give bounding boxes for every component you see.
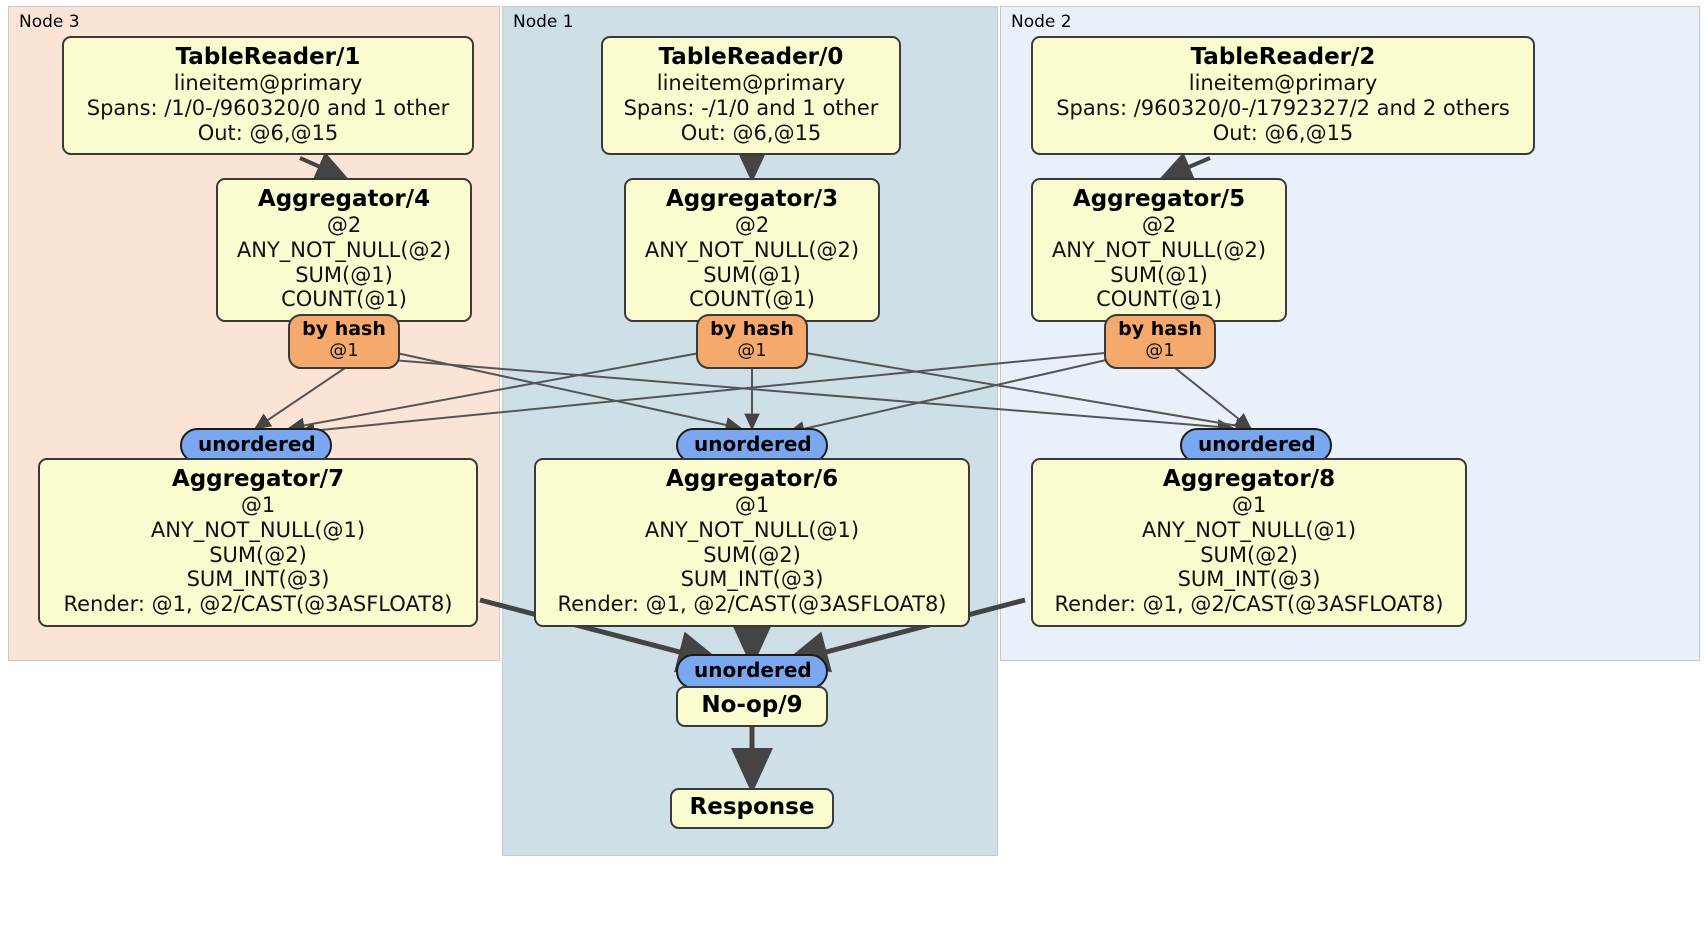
processor-response[interactable]: Response xyxy=(670,788,834,830)
processor-line: ANY_NOT_NULL(@2) xyxy=(1051,237,1267,262)
processor-line: Render: @1, @2/CAST(@3ASFLOAT8) xyxy=(1054,592,1444,617)
processor-aggregator-8[interactable]: Aggregator/8 @1 ANY_NOT_NULL(@1) SUM(@2)… xyxy=(1031,458,1467,627)
processor-line: Out: @6,@15 xyxy=(680,120,822,145)
processor-title: Response xyxy=(689,794,815,820)
router-title: by hash xyxy=(302,318,386,340)
processor-line: @2 xyxy=(734,213,770,238)
processor-table-reader-0[interactable]: TableReader/0 lineitem@primary Spans: -/… xyxy=(601,36,901,156)
processor-aggregator-7[interactable]: Aggregator/7 @1 ANY_NOT_NULL(@1) SUM(@2)… xyxy=(38,458,478,627)
node-panel-label-node3: Node 3 xyxy=(19,12,80,32)
processor-line: SUM(@2) xyxy=(1200,542,1298,567)
processor-title: Aggregator/6 xyxy=(665,466,839,492)
processor-line: Out: @6,@15 xyxy=(1212,120,1354,145)
processor-line: SUM(@1) xyxy=(703,262,801,287)
processor-line: SUM(@1) xyxy=(295,262,393,287)
processor-line: Spans: /1/0-/960320/0 and 1 other xyxy=(86,95,450,120)
processor-line: COUNT(@1) xyxy=(1096,287,1222,312)
processor-title: Aggregator/8 xyxy=(1162,466,1336,492)
processor-title: TableReader/1 xyxy=(175,44,361,70)
processor-line: SUM(@2) xyxy=(703,542,801,567)
processor-title: Aggregator/3 xyxy=(665,186,839,212)
processor-title: TableReader/0 xyxy=(658,44,844,70)
processor-line: @1 xyxy=(734,493,770,518)
processor-line: lineitem@primary xyxy=(656,71,846,96)
processor-line: SUM_INT(@3) xyxy=(1177,567,1321,592)
node-panel-label-node1: Node 1 xyxy=(513,12,574,32)
processor-line: Render: @1, @2/CAST(@3ASFLOAT8) xyxy=(63,592,453,617)
processor-line: Spans: /960320/0-/1792327/2 and 2 others xyxy=(1056,95,1510,120)
router-subtitle: @1 xyxy=(737,339,767,361)
processor-line: @2 xyxy=(1141,213,1177,238)
processor-line: ANY_NOT_NULL(@2) xyxy=(236,237,452,262)
processor-line: Render: @1, @2/CAST(@3ASFLOAT8) xyxy=(557,592,947,617)
processor-noop-9[interactable]: No-op/9 xyxy=(676,686,828,728)
router-by-hash-mid[interactable]: by hash @1 xyxy=(696,314,808,369)
router-by-hash-left[interactable]: by hash @1 xyxy=(288,314,400,369)
processor-title: Aggregator/7 xyxy=(171,466,345,492)
router-by-hash-right[interactable]: by hash @1 xyxy=(1104,314,1216,369)
processor-line: SUM(@2) xyxy=(209,542,307,567)
processor-line: lineitem@primary xyxy=(1188,71,1378,96)
router-title: by hash xyxy=(710,318,794,340)
processor-line: ANY_NOT_NULL(@2) xyxy=(644,237,860,262)
processor-aggregator-4[interactable]: Aggregator/4 @2 ANY_NOT_NULL(@2) SUM(@1)… xyxy=(216,178,472,323)
router-subtitle: @1 xyxy=(329,339,359,361)
processor-title: No-op/9 xyxy=(701,692,803,718)
processor-aggregator-5[interactable]: Aggregator/5 @2 ANY_NOT_NULL(@2) SUM(@1)… xyxy=(1031,178,1287,323)
processor-line: ANY_NOT_NULL(@1) xyxy=(150,517,366,542)
node-panel-label-node2: Node 2 xyxy=(1011,12,1072,32)
processor-aggregator-6[interactable]: Aggregator/6 @1 ANY_NOT_NULL(@1) SUM(@2)… xyxy=(534,458,970,627)
processor-table-reader-2[interactable]: TableReader/2 lineitem@primary Spans: /9… xyxy=(1031,36,1535,156)
processor-line: Out: @6,@15 xyxy=(197,120,339,145)
processor-title: Aggregator/5 xyxy=(1072,186,1246,212)
processor-line: @1 xyxy=(240,493,276,518)
processor-line: COUNT(@1) xyxy=(689,287,815,312)
processor-line: ANY_NOT_NULL(@1) xyxy=(644,517,860,542)
processor-line: Spans: -/1/0 and 1 other xyxy=(623,95,879,120)
processor-line: ANY_NOT_NULL(@1) xyxy=(1141,517,1357,542)
receiver-unordered-mid[interactable]: unordered xyxy=(676,428,828,463)
processor-title: TableReader/2 xyxy=(1190,44,1376,70)
processor-line: SUM_INT(@3) xyxy=(186,567,330,592)
processor-title: Aggregator/4 xyxy=(257,186,431,212)
receiver-unordered-final[interactable]: unordered xyxy=(676,654,828,689)
router-title: by hash xyxy=(1118,318,1202,340)
router-subtitle: @1 xyxy=(1145,339,1175,361)
processor-line: lineitem@primary xyxy=(173,71,363,96)
processor-line: SUM_INT(@3) xyxy=(680,567,824,592)
processor-line: SUM(@1) xyxy=(1110,262,1208,287)
processor-aggregator-3[interactable]: Aggregator/3 @2 ANY_NOT_NULL(@2) SUM(@1)… xyxy=(624,178,880,323)
processor-table-reader-1[interactable]: TableReader/1 lineitem@primary Spans: /1… xyxy=(62,36,474,156)
receiver-unordered-right[interactable]: unordered xyxy=(1180,428,1332,463)
processor-line: @2 xyxy=(326,213,362,238)
processor-line: COUNT(@1) xyxy=(281,287,407,312)
processor-line: @1 xyxy=(1231,493,1267,518)
